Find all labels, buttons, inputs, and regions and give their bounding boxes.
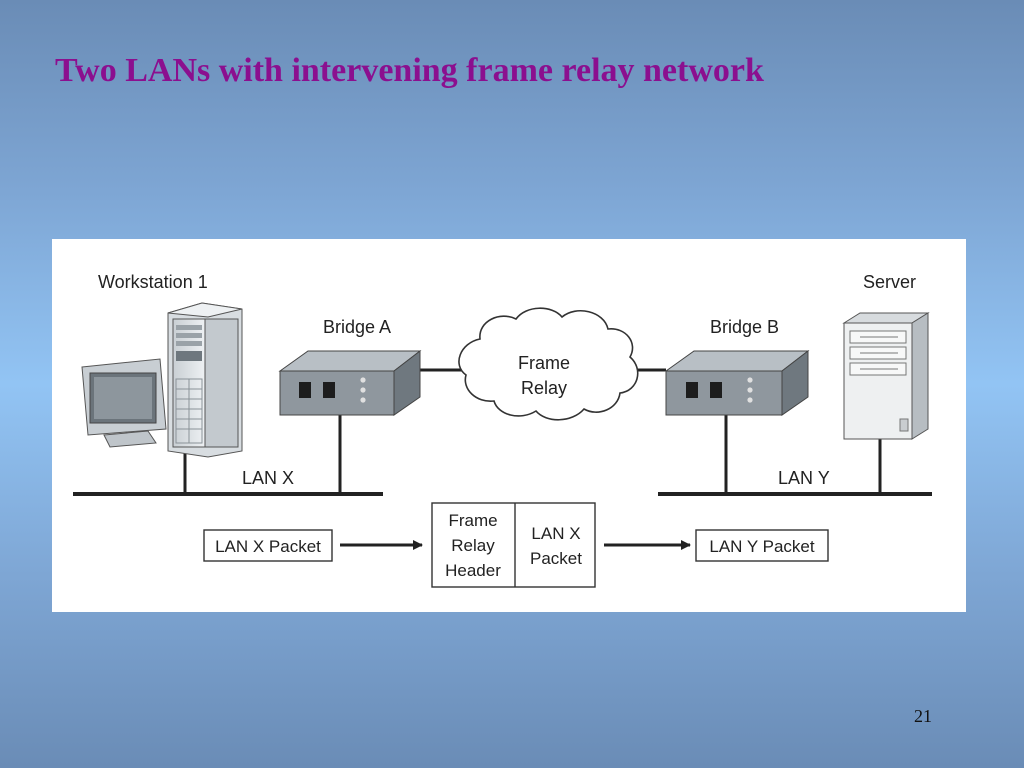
lan-y-label: LAN Y — [778, 468, 830, 488]
bridge-b-label: Bridge B — [710, 317, 779, 337]
cloud-label-line2: Relay — [521, 378, 567, 398]
lan-x-label: LAN X — [242, 468, 294, 488]
packet-lan-x: LAN X Packet — [203, 529, 333, 562]
lan-y-segment — [658, 414, 932, 496]
cloud-label-line1: Frame — [518, 353, 570, 373]
packet-lan-y-label: LAN Y Packet — [709, 537, 814, 556]
bridge-b-icon — [664, 349, 810, 416]
diagram-canvas: Workstation 1 Bridge A Frame Relay — [73, 272, 932, 588]
workstation-icon — [81, 302, 243, 458]
frame-payload-line2: Packet — [530, 549, 582, 568]
frame-relay-frame: Frame Relay Header LAN X Packet — [431, 502, 596, 588]
server-icon — [842, 312, 930, 440]
server-label: Server — [863, 272, 916, 292]
frame-payload-line1: LAN X — [531, 524, 580, 543]
bridge-a-label: Bridge A — [323, 317, 391, 337]
workstation-label: Workstation 1 — [98, 272, 208, 292]
network-diagram: Workstation 1 Bridge A Frame Relay — [52, 239, 966, 612]
bridge-a-icon — [278, 349, 422, 416]
frame-header-line3: Header — [445, 561, 501, 580]
frame-relay-cloud-icon — [458, 307, 639, 421]
frame-header-line2: Relay — [451, 536, 495, 555]
frame-header-line1: Frame — [448, 511, 497, 530]
slide-title: Two LANs with intervening frame relay ne… — [55, 52, 764, 89]
packet-lan-x-label: LAN X Packet — [215, 537, 321, 556]
packet-lan-y: LAN Y Packet — [695, 529, 829, 562]
lan-x-segment — [73, 414, 383, 496]
page-number: 21 — [914, 706, 932, 726]
